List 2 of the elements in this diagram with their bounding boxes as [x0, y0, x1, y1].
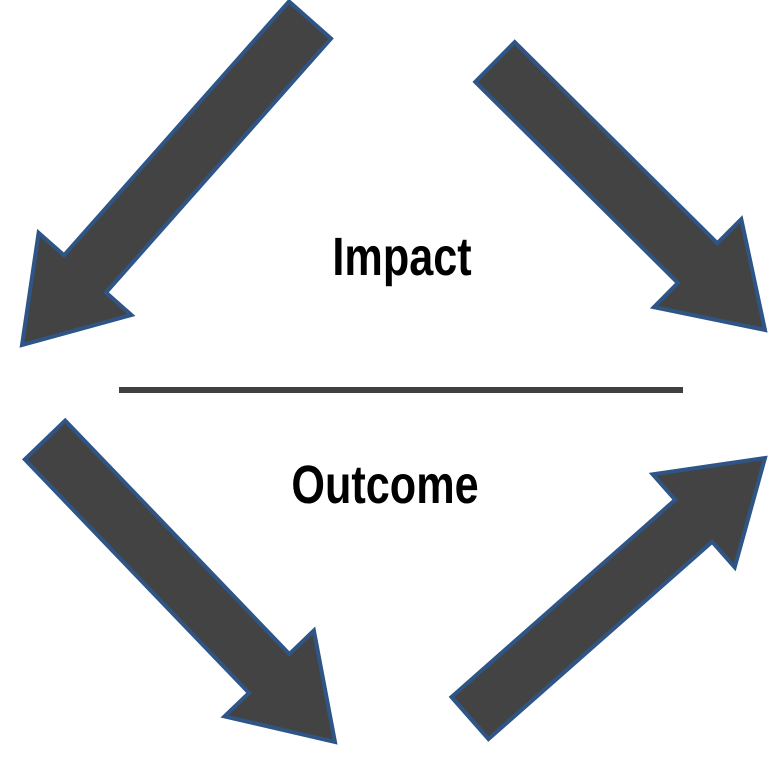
- heading-text: Outcome: [291, 458, 479, 512]
- heading-text: Impact: [332, 230, 472, 284]
